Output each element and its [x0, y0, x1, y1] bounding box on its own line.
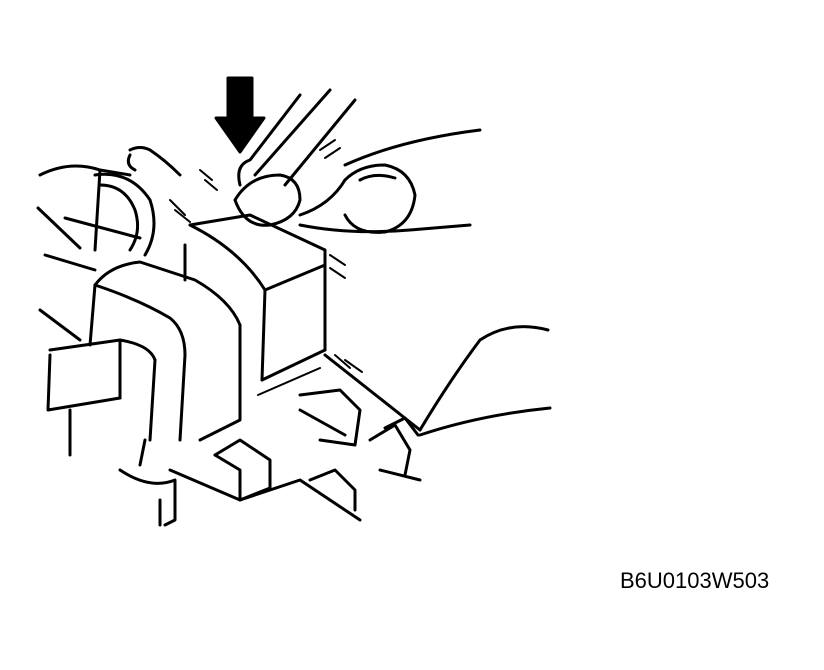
- relay-rear: [169, 169, 346, 396]
- relay-socket-left: [36, 146, 182, 342]
- figure-code: B6U0103W503: [620, 568, 770, 593]
- hand-fingers: [233, 88, 482, 234]
- down-arrow-icon: [214, 76, 266, 154]
- relay-front: [46, 260, 242, 527]
- fuse-box-base: [168, 325, 552, 522]
